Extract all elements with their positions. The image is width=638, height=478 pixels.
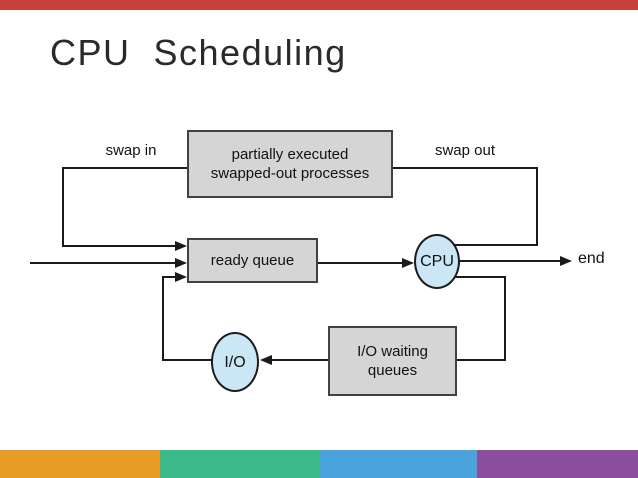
- label-swap-in: swap in: [105, 142, 157, 159]
- node-label-line: partially executed: [231, 146, 349, 163]
- label-end: end: [578, 250, 605, 267]
- slide-title: CPU Scheduling: [50, 32, 347, 73]
- footer-bar-orange: [0, 450, 160, 478]
- node-label: CPU: [420, 253, 454, 270]
- edge-cpu-to-ioq: [452, 276, 506, 361]
- node-io: I/O: [211, 332, 259, 392]
- edge-swap-out: [392, 167, 538, 246]
- footer-bar-teal: [160, 450, 320, 478]
- top-accent-bar: [0, 0, 638, 10]
- node-label: ready queue: [210, 252, 295, 269]
- node-label: I/O: [224, 353, 246, 371]
- footer-bar-purple: [477, 450, 638, 478]
- label-swap-out: swap out: [434, 142, 496, 159]
- node-io-waiting-queues: I/O waiting queues: [328, 326, 457, 396]
- node-ready-queue: ready queue: [187, 238, 318, 283]
- node-swapped-out-processes: partially executed swapped-out processes: [187, 130, 393, 198]
- edge-swap-in: [62, 167, 190, 251]
- edge-io-return: [162, 272, 218, 361]
- node-cpu: CPU: [414, 234, 460, 289]
- node-label-line: swapped-out processes: [210, 165, 370, 182]
- footer-bar-blue: [320, 450, 477, 478]
- footer-accent-bars: [0, 450, 638, 478]
- node-label-line: I/O waiting: [357, 343, 428, 360]
- node-label-line: queues: [367, 362, 418, 379]
